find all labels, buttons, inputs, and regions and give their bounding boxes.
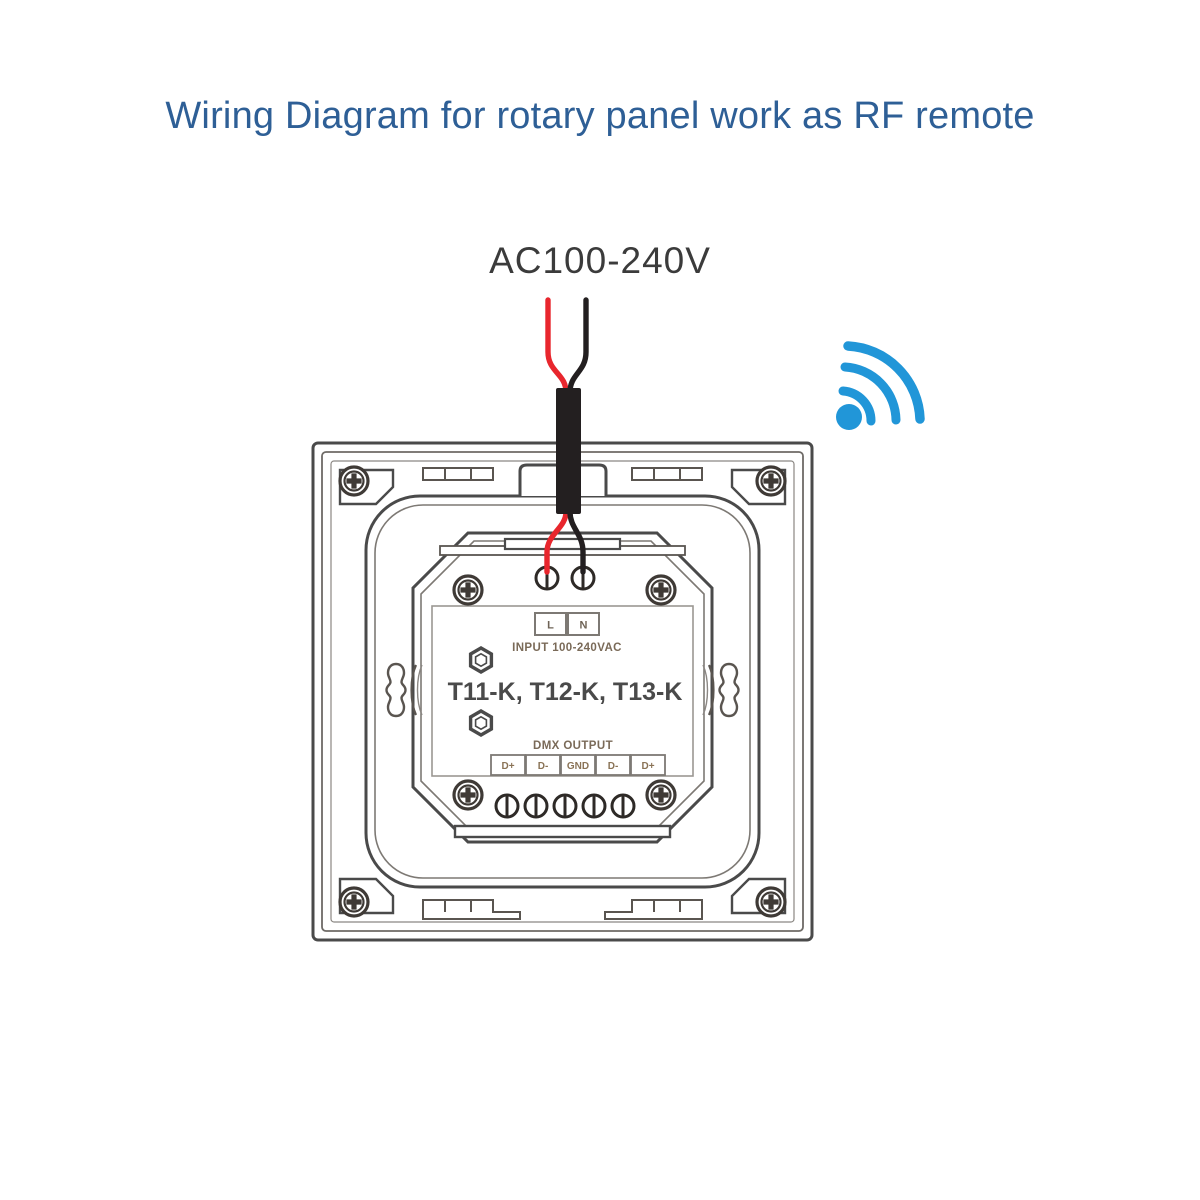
dmx-terminal-5: D+ <box>641 761 654 772</box>
mounting-slot-right <box>702 662 740 718</box>
clip-tabs-bottom <box>422 899 703 920</box>
input-terminal-L: L <box>547 620 554 632</box>
dmx-output-heading: DMX OUTPUT <box>533 740 613 752</box>
faceplate-screw-top-right <box>755 465 787 497</box>
dmx-terminal-1: D+ <box>501 761 514 772</box>
clip-tabs-top <box>422 467 703 481</box>
faceplate-screw-bottom-left <box>338 886 370 918</box>
page-title: Wiring Diagram for rotary panel work as … <box>165 95 1035 137</box>
dmx-output-screws <box>494 793 636 819</box>
dmx-output-block: DMX OUTPUT D+ D- GND D- D+ <box>490 740 666 776</box>
live-wire-red <box>545 297 569 395</box>
standoff-hole-lower <box>468 709 494 737</box>
input-terminal-N: N <box>580 620 588 632</box>
module-screw-bottom-left <box>452 779 484 811</box>
live-wire-red-lower <box>544 509 569 575</box>
dmx-terminal-4: D- <box>608 761 619 772</box>
ac-supply-label: AC100-240V <box>489 240 711 281</box>
neutral-wire-black-lower <box>567 509 586 575</box>
module-screw-top-left <box>452 574 484 606</box>
controller-module: L N INPUT 100-240VAC T11-K, T12-K, T13-K… <box>385 531 740 844</box>
neutral-wire-black <box>567 297 589 395</box>
standoff-hole-upper <box>468 646 494 674</box>
module-screw-top-right <box>645 574 677 606</box>
mounting-slot-left <box>385 662 423 718</box>
input-terminal-block: L N INPUT 100-240VAC <box>512 612 622 654</box>
dmx-terminal-2: D- <box>538 761 549 772</box>
module-screw-bottom-right <box>645 779 677 811</box>
dmx-terminal-3: GND <box>567 761 589 772</box>
supply-cable-upper <box>545 297 589 395</box>
model-label: T11-K, T12-K, T13-K <box>448 678 683 706</box>
rf-signal-icon <box>836 341 925 430</box>
faceplate-screw-bottom-right <box>755 886 787 918</box>
input-heading: INPUT 100-240VAC <box>512 642 622 654</box>
cable-sheath <box>556 388 581 514</box>
faceplate-screw-top-left <box>338 465 370 497</box>
supply-cable-lower <box>544 509 586 575</box>
